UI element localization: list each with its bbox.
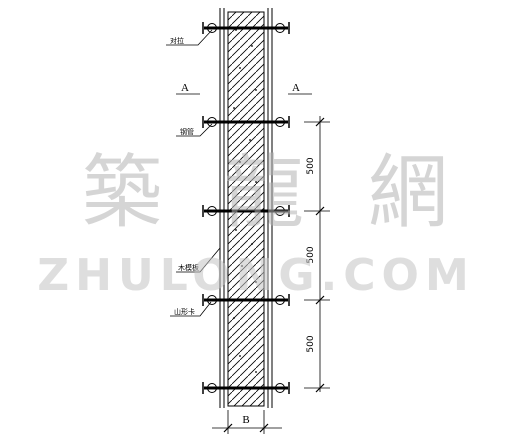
tie-bolts bbox=[202, 22, 290, 394]
vertical-dimension-chain bbox=[304, 116, 330, 393]
tie-bolt-5 bbox=[202, 382, 290, 394]
leader-lines bbox=[166, 29, 221, 317]
dimension-1: 500 bbox=[306, 157, 316, 174]
section-mark-left: A bbox=[176, 82, 200, 95]
watermark: 築 龍 網 ZHULONG.COM bbox=[37, 146, 474, 301]
svg-text:A: A bbox=[181, 82, 189, 94]
svg-text:ZHULONG.COM: ZHULONG.COM bbox=[37, 250, 474, 301]
tie-bolt-2 bbox=[202, 116, 290, 128]
bolt-top-label: 对拉 bbox=[170, 36, 184, 45]
dimension-3: 500 bbox=[306, 335, 316, 352]
svg-text:築: 築 bbox=[82, 146, 162, 239]
brace-label: 山形卡 bbox=[174, 307, 195, 316]
svg-text:龍: 龍 bbox=[224, 146, 304, 239]
width-dimension bbox=[212, 410, 282, 434]
concrete-column bbox=[227, 11, 265, 407]
svg-text:網: 網 bbox=[368, 146, 448, 239]
bolt-mid-label: 钢管 bbox=[180, 127, 194, 136]
svg-text:A: A bbox=[292, 82, 300, 94]
dimension-2: 500 bbox=[306, 246, 316, 263]
tie-bolt-1 bbox=[202, 22, 290, 34]
tie-bolt-4 bbox=[202, 294, 290, 306]
aggregate-dots bbox=[233, 29, 257, 373]
formwork-boards bbox=[219, 8, 273, 408]
width-label: B bbox=[242, 414, 249, 426]
section-mark-right: A bbox=[288, 82, 312, 95]
board-label: 木模板 bbox=[178, 263, 199, 272]
tie-bolt-3 bbox=[202, 205, 290, 217]
